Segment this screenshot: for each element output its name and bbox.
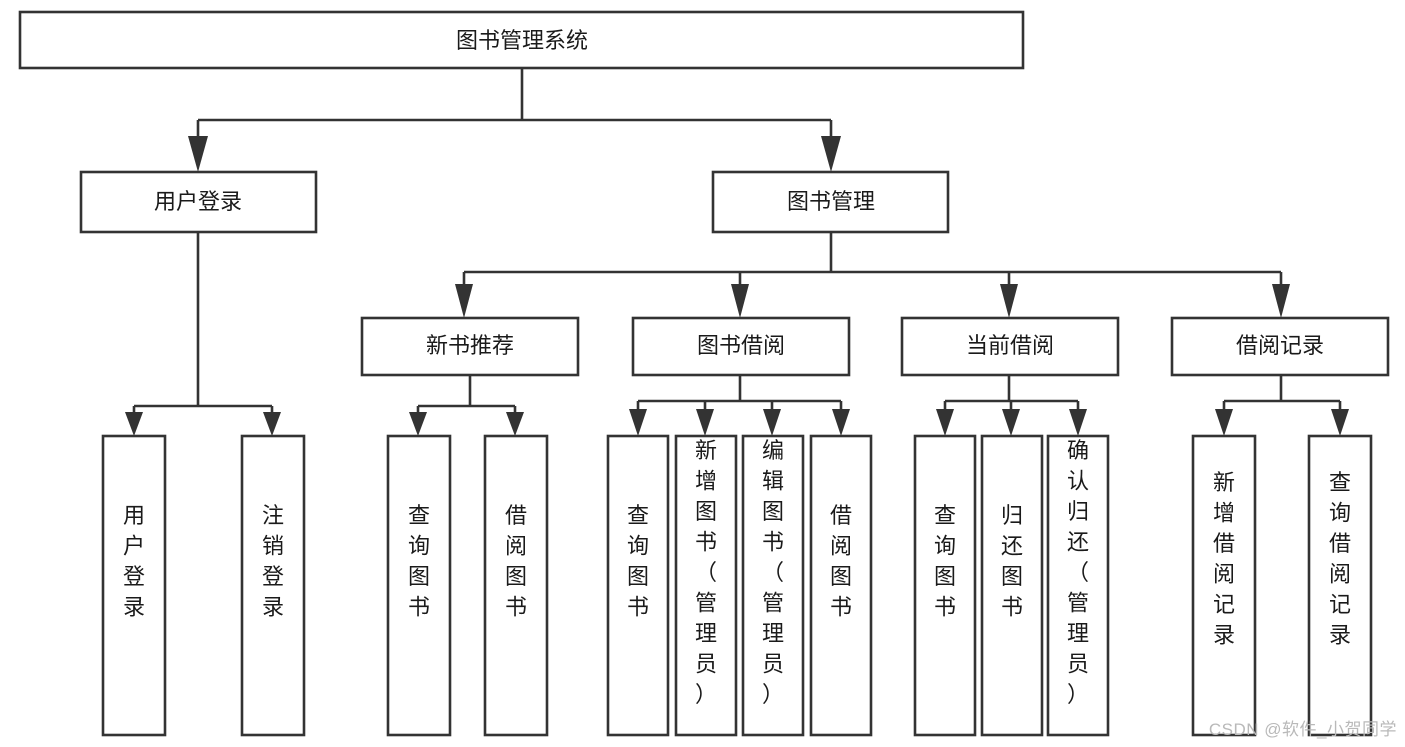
leaf-recommend-query-book[interactable]: 查询图书 [386,434,452,737]
leaf-borrow-add-book-box[interactable] [674,434,738,737]
leaf-recommend-borrow-book[interactable]: 借阅图书 [483,434,549,737]
arrow-head-icon [629,409,647,436]
leaf-user-login-box[interactable] [101,434,167,737]
node-book-borrow[interactable]: 图书借阅 [631,316,851,377]
connector-group-current [936,375,1087,436]
node-user-login-box[interactable] [79,170,318,234]
leaf-borrow-lend-book-box[interactable] [809,434,873,737]
leaf-record-query-box[interactable] [1307,434,1373,737]
leaf-user-login-label: 用户登录 [123,503,145,620]
arrow-head-icon [1069,409,1087,436]
leaf-borrow-query-book[interactable]: 查询图书 [606,434,670,737]
leaf-current-query-book[interactable]: 查询图书 [913,434,977,737]
node-borrow-record[interactable]: 借阅记录 [1170,316,1390,377]
leaf-borrow-query-book-label: 查询图书 [627,503,649,620]
node-current-borrow-box[interactable] [900,316,1120,377]
leaf-borrow-lend-book[interactable]: 借阅图书 [809,434,873,737]
arrow-head-icon [1002,409,1020,436]
leaf-record-query[interactable]: 查询借阅记录 [1307,434,1373,737]
node-book-management-box[interactable] [711,170,950,234]
leaf-borrow-edit-book-label: 编辑图书（管理员） [762,438,784,707]
leaf-current-confirm-return[interactable]: 确认归还（管理员） [1046,434,1110,737]
leaf-current-confirm-return-label: 确认归还（管理员） [1067,438,1089,707]
connector-group-root [188,68,841,172]
leaf-user-logout-box[interactable] [240,434,306,737]
node-new-book-recommend[interactable]: 新书推荐 [360,316,580,377]
connector-group-newrec [409,375,524,436]
arrow-head-icon [409,412,427,436]
arrow-head-icon [455,284,473,318]
arrow-head-icon [1272,284,1290,318]
leaf-current-query-book-box[interactable] [913,434,977,737]
leaf-borrow-add-book-label: 新增图书（管理员） [695,438,717,707]
arrow-head-icon [1331,409,1349,436]
leaf-current-return-book-box[interactable] [980,434,1044,737]
leaf-record-query-label: 查询借阅记录 [1329,470,1351,648]
leaf-recommend-query-book-box[interactable] [386,434,452,737]
connector-group-borrow [629,375,850,436]
connector-group-bookmgmt [455,232,1290,318]
arrow-head-icon [1000,284,1018,318]
arrow-head-icon [936,409,954,436]
leaf-current-return-book-label: 归还图书 [1001,503,1023,620]
node-new-book-recommend-label: 新书推荐 [426,333,514,358]
arrow-head-icon [506,412,524,436]
arrow-head-icon [1215,409,1233,436]
leaf-current-confirm-return-box[interactable] [1046,434,1110,737]
arrow-head-icon [125,412,143,436]
arrow-head-icon [696,409,714,436]
arrow-head-icon [763,409,781,436]
arrow-head-icon [188,136,208,172]
leaf-borrow-edit-book-box[interactable] [741,434,805,737]
node-user-login-label: 用户登录 [154,189,242,214]
leaf-current-query-book-label: 查询图书 [934,503,956,620]
arrow-head-icon [821,136,841,172]
leaf-user-logout-label: 注销登录 [262,503,284,620]
leaf-current-return-book[interactable]: 归还图书 [980,434,1044,737]
node-root-label: 图书管理系统 [456,28,588,53]
node-user-login[interactable]: 用户登录 [79,170,318,234]
arrow-head-icon [263,412,281,436]
leaf-borrow-edit-book[interactable]: 编辑图书（管理员） [741,434,805,737]
node-root[interactable]: 图书管理系统 [18,10,1025,70]
leaf-record-add-label: 新增借阅记录 [1213,470,1235,648]
leaf-user-logout[interactable]: 注销登录 [240,434,306,737]
node-book-management-label: 图书管理 [787,189,875,214]
connector-group-record [1215,375,1349,436]
node-borrow-record-box[interactable] [1170,316,1390,377]
leaf-borrow-add-book[interactable]: 新增图书（管理员） [674,434,738,737]
node-borrow-record-label: 借阅记录 [1236,333,1324,358]
node-book-borrow-box[interactable] [631,316,851,377]
leaf-recommend-borrow-book-box[interactable] [483,434,549,737]
leaf-record-add-box[interactable] [1191,434,1257,737]
node-current-borrow-label: 当前借阅 [966,333,1054,358]
leaf-recommend-borrow-book-label: 借阅图书 [505,503,527,620]
arrow-head-icon [731,284,749,318]
leaf-user-login[interactable]: 用户登录 [101,434,167,737]
arrow-head-icon [832,409,850,436]
node-new-book-recommend-box[interactable] [360,316,580,377]
node-root-box[interactable] [18,10,1025,70]
leaf-borrow-lend-book-label: 借阅图书 [830,503,852,620]
node-book-borrow-label: 图书借阅 [697,333,785,358]
node-book-management[interactable]: 图书管理 [711,170,950,234]
leaf-record-add[interactable]: 新增借阅记录 [1191,434,1257,737]
node-current-borrow[interactable]: 当前借阅 [900,316,1120,377]
leaf-recommend-query-book-label: 查询图书 [408,503,430,620]
connector-group-userlogin [125,232,281,436]
leaf-borrow-query-book-box[interactable] [606,434,670,737]
